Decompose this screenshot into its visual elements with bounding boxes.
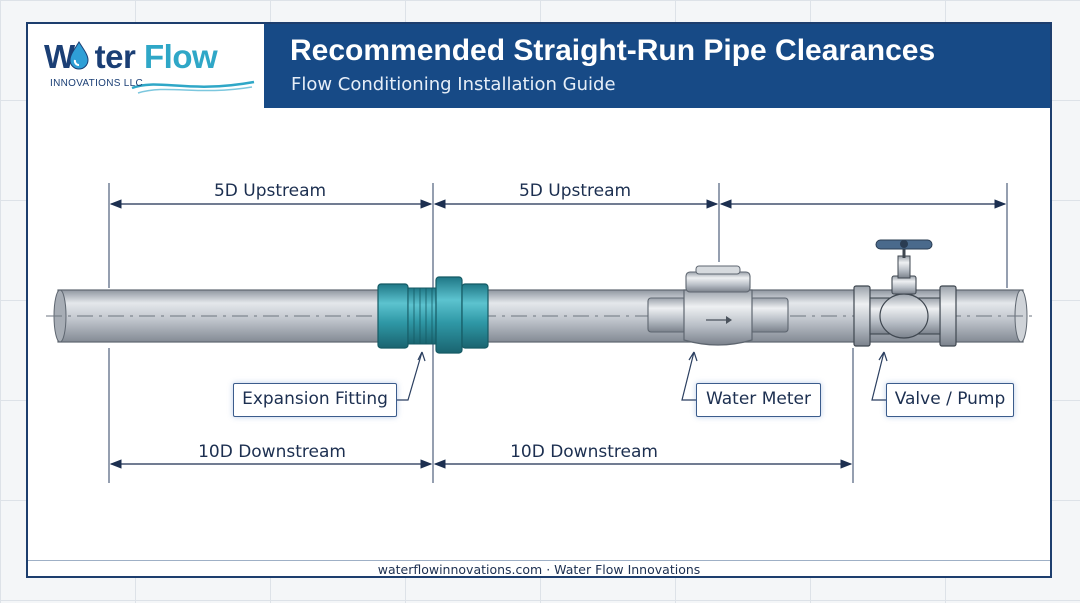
callout-expansion-fitting: Expansion Fitting (233, 383, 397, 417)
meter-register (685, 271, 751, 293)
footer-text: waterflowinnovations.com · Water Flow In… (28, 560, 1050, 579)
callout-leaders (396, 351, 888, 401)
valve-stem-nut (897, 255, 911, 279)
callout-valve-pump: Valve / Pump (886, 383, 1014, 417)
logo-company-line: INNOVATIONS LLC (50, 78, 144, 89)
meter-body (683, 289, 753, 346)
logo-flow: Flow (144, 38, 218, 75)
valve (853, 239, 957, 347)
fitting-nut-left (377, 283, 409, 349)
fitting-thread (407, 287, 437, 345)
water-drop-icon (69, 41, 89, 70)
valve-body (879, 293, 929, 339)
meter-outlet (749, 297, 789, 333)
dim-label-bottom-left: 10D Downstream (198, 442, 346, 462)
handwheel-icon (875, 239, 933, 250)
leader-expansion-fitting (396, 351, 423, 401)
logo-w: W (44, 38, 75, 75)
leader-water-meter (681, 351, 696, 401)
expansion-fitting (377, 276, 489, 354)
callout-water-meter: Water Meter (696, 383, 821, 417)
valve-flange-left (853, 285, 871, 347)
meter-inlet (647, 297, 687, 333)
fitting-collar (435, 276, 463, 354)
logo-ter: ter (94, 38, 136, 75)
dim-label-top-left: 5D Upstream (214, 181, 326, 201)
wave-swoosh-icon (131, 80, 255, 94)
flow-arrow-icon (706, 316, 732, 324)
dimension-arrows (109, 199, 1007, 469)
water-meter (647, 265, 789, 346)
dim-label-bottom-right: 10D Downstream (510, 442, 658, 462)
extension-lines (108, 183, 1008, 483)
dim-label-top-middle: 5D Upstream (519, 181, 631, 201)
meter-cap (695, 265, 741, 275)
page-title: Recommended Straight-Run Pipe Clearances (290, 34, 936, 67)
valve-flange-right (939, 285, 957, 347)
fitting-nut-right (461, 283, 489, 349)
leader-valve (871, 351, 886, 401)
page-subtitle: Flow Conditioning Installation Guide (291, 74, 616, 95)
valve-bonnet (891, 275, 917, 295)
